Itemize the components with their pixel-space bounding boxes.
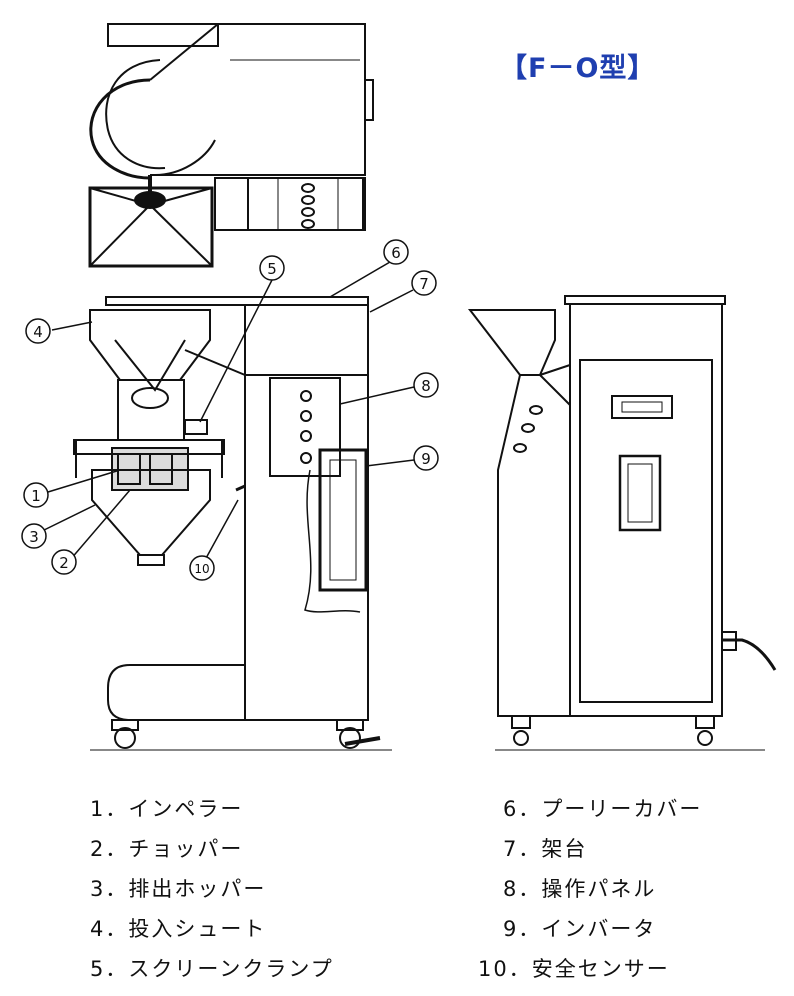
legend-label: スクリーンクランプ bbox=[128, 957, 334, 981]
legend-number: 5． bbox=[90, 957, 129, 981]
exploded-top-assembly bbox=[88, 23, 374, 268]
legend-label: インバータ bbox=[541, 917, 657, 941]
legend-label: チョッパー bbox=[128, 837, 244, 861]
legend-label: 架台 bbox=[541, 837, 588, 861]
callout-1: 1 bbox=[23, 482, 49, 508]
svg-text:5: 5 bbox=[267, 260, 277, 278]
legend-item-5: 5．スクリーンクランプ bbox=[90, 953, 334, 983]
legend-item-10: 10．安全センサー bbox=[478, 953, 670, 983]
svg-text:8: 8 bbox=[421, 377, 431, 395]
legend-item-2: 2．チョッパー bbox=[90, 833, 243, 863]
legend-number: 7． bbox=[503, 837, 542, 861]
callout-leaders bbox=[37, 261, 415, 561]
svg-text:2: 2 bbox=[59, 554, 69, 572]
callout-8: 8 bbox=[413, 372, 439, 398]
legend-number: 6． bbox=[503, 797, 542, 821]
callout-2: 2 bbox=[51, 549, 77, 575]
svg-text:3: 3 bbox=[29, 528, 39, 546]
svg-text:4: 4 bbox=[33, 323, 43, 341]
callout-5: 5 bbox=[259, 255, 285, 281]
legend-number: 4． bbox=[90, 917, 129, 941]
legend-label: インペラー bbox=[128, 797, 244, 821]
legend-item-1: 1．インペラー bbox=[90, 793, 243, 823]
legend-label: プーリーカバー bbox=[541, 797, 703, 821]
legend-item-4: 4．投入シュート bbox=[90, 913, 266, 943]
svg-text:7: 7 bbox=[419, 275, 429, 293]
svg-text:6: 6 bbox=[391, 244, 401, 262]
legend-label: 操作パネル bbox=[541, 877, 657, 901]
callout-9: 9 bbox=[413, 445, 439, 471]
legend-item-7: 7．架台 bbox=[503, 833, 587, 863]
legend-item-8: 8．操作パネル bbox=[503, 873, 656, 903]
legend-label: 安全センサー bbox=[531, 957, 670, 981]
machine-drawing: 1 2 3 4 5 6 7 8 bbox=[21, 23, 777, 751]
callout-3: 3 bbox=[21, 523, 47, 549]
callout-6: 6 bbox=[383, 239, 409, 265]
legend-number: 1． bbox=[90, 797, 129, 821]
legend-number: 9． bbox=[503, 917, 542, 941]
callout-7: 7 bbox=[411, 270, 437, 296]
legend-number: 2． bbox=[90, 837, 129, 861]
legend-number: 8． bbox=[503, 877, 542, 901]
legend-number: 3． bbox=[90, 877, 129, 901]
legend-label: 排出ホッパー bbox=[128, 877, 267, 901]
svg-text:9: 9 bbox=[421, 450, 431, 468]
legend-item-6: 6．プーリーカバー bbox=[503, 793, 702, 823]
parts-legend: 1．インペラー 2．チョッパー 3．排出ホッパー 4．投入シュート 5．スクリー… bbox=[0, 780, 794, 990]
side-view bbox=[467, 295, 777, 751]
legend-number: 10． bbox=[478, 957, 532, 981]
callout-10: 10 bbox=[189, 555, 215, 581]
legend-item-9: 9．インバータ bbox=[503, 913, 656, 943]
callout-4: 4 bbox=[25, 318, 51, 344]
page-title: 【F－O型】 bbox=[500, 53, 656, 84]
front-view bbox=[73, 296, 392, 751]
legend-item-3: 3．排出ホッパー bbox=[90, 873, 266, 903]
legend-label: 投入シュート bbox=[128, 917, 267, 941]
svg-text:1: 1 bbox=[31, 487, 41, 505]
svg-text:10: 10 bbox=[194, 562, 209, 576]
